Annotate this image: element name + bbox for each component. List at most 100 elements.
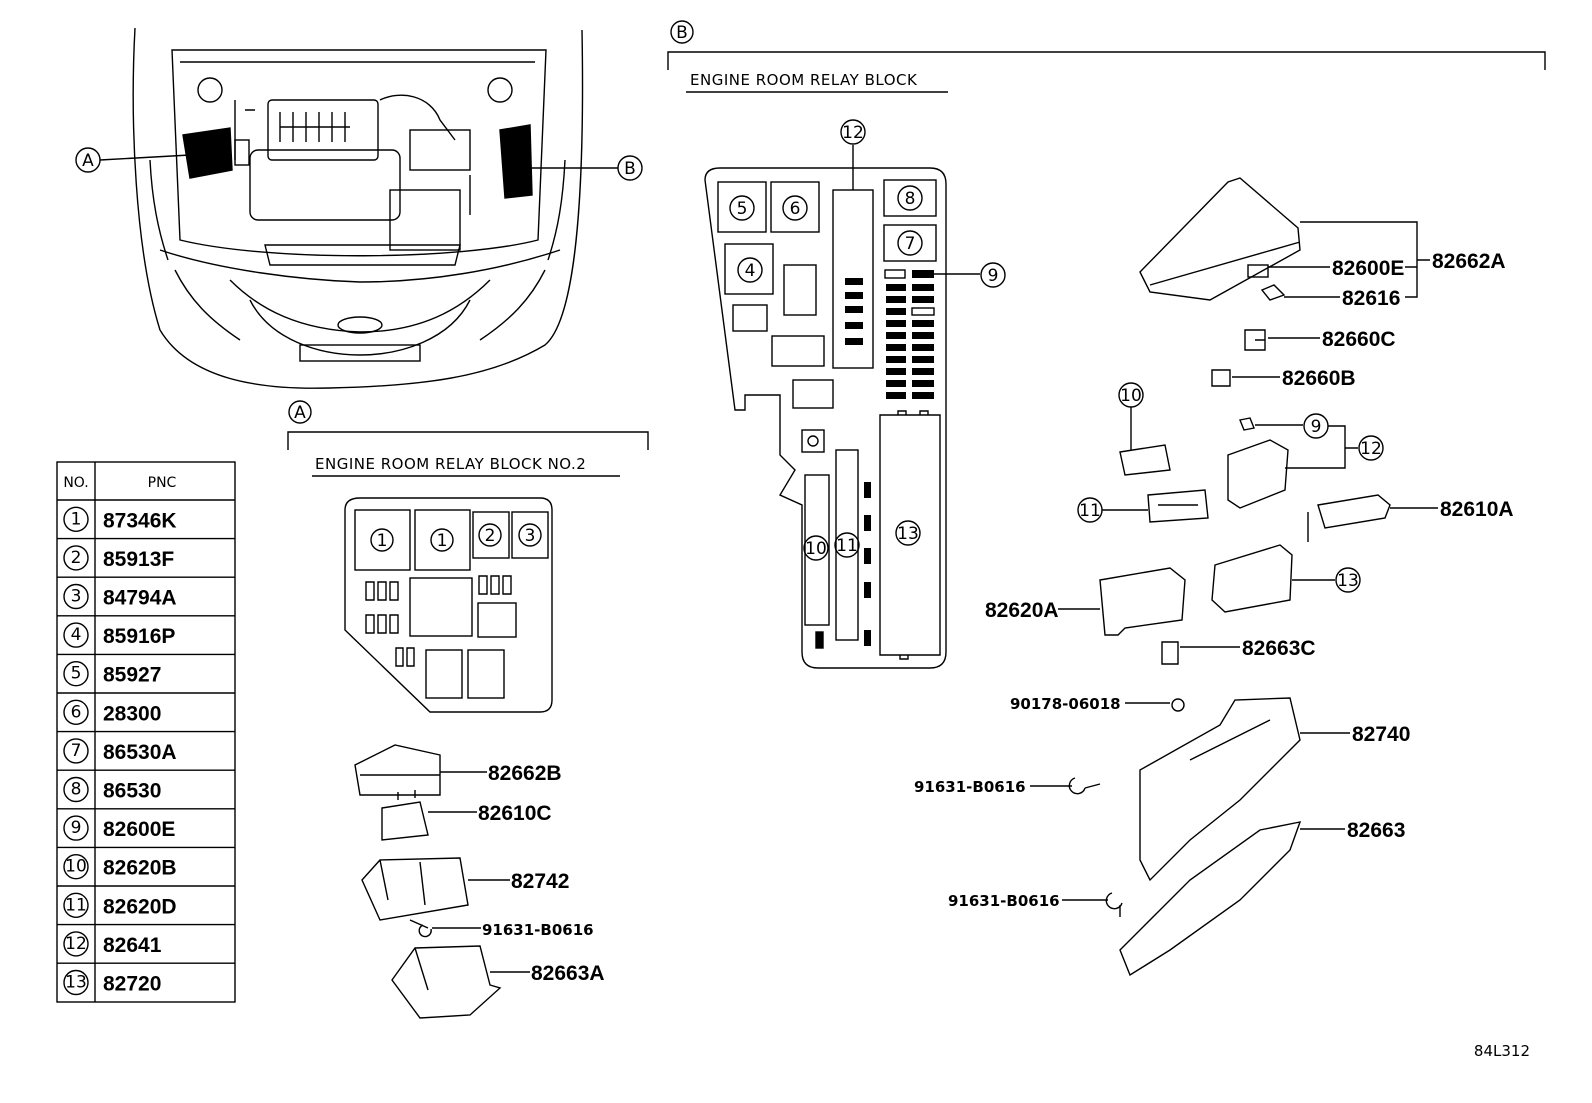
part-82663a: 82663A <box>531 962 605 985</box>
block-b-label-13: 13 <box>897 524 919 544</box>
table-row-number-circle <box>63 969 89 996</box>
table-row-no: 6 <box>71 702 82 722</box>
section-a-title: ENGINE ROOM RELAY BLOCK NO.2 <box>315 455 586 473</box>
table-row-number-circle <box>63 854 89 880</box>
section-a: A ENGINE ROOM RELAY BLOCK NO.2 1 1 2 3 8… <box>287 400 649 1019</box>
callout-b-letter: B <box>624 159 636 179</box>
table-header-no: NO. <box>63 475 88 491</box>
block-a-label-2: 2 <box>485 526 496 546</box>
table-row-pnc: 28300 <box>103 702 161 725</box>
part-82600e: 82600E <box>1332 257 1404 280</box>
part-82740: 82740 <box>1352 723 1410 746</box>
table-row-number-circle <box>63 738 89 764</box>
part-82660b: 82660B <box>1282 367 1356 390</box>
bracket-82740 <box>1139 697 1301 882</box>
table-row-pnc: 85913F <box>103 548 174 571</box>
part-82616: 82616 <box>1342 287 1400 310</box>
table-row-number-circle <box>63 815 89 841</box>
cover-82662b <box>354 744 441 796</box>
part-82663c: 82663C <box>1242 637 1316 660</box>
block-b-label-7: 7 <box>905 234 916 254</box>
table-row-pnc: 86530 <box>103 780 161 803</box>
table-row-pnc: 82620B <box>103 857 177 880</box>
table-row-number-circle <box>63 661 89 687</box>
table-row-no: 9 <box>71 818 82 838</box>
relay-block-no2-outline <box>344 497 553 713</box>
callout-b-car: B <box>530 155 643 181</box>
part-90178-06018: 90178-06018 <box>1010 695 1121 713</box>
relay-82610c <box>381 790 429 841</box>
table-row-no: 2 <box>71 548 82 568</box>
table-row-number-circle <box>63 931 89 957</box>
part-82662a: 82662A <box>1432 250 1506 273</box>
part-82742: 82742 <box>511 870 569 893</box>
block-a-label-1: 1 <box>377 531 388 551</box>
table-row-no: 1 <box>71 509 82 529</box>
ref-9: 9 <box>1311 417 1322 437</box>
table-row-no: 7 <box>71 741 82 761</box>
table-row-pnc: 85927 <box>103 664 161 687</box>
diagram-code: 84L312 <box>1474 1042 1530 1060</box>
table-row-pnc: 84794A <box>103 587 177 610</box>
section-a-letter: A <box>294 403 306 423</box>
section-b-letter: B <box>676 23 688 43</box>
bracket-82663a <box>391 945 502 1019</box>
table-row-number-circle <box>63 506 89 532</box>
table-row-number-circle <box>63 892 89 918</box>
cover-82662a <box>1139 177 1301 301</box>
block-b-label-5: 5 <box>737 199 748 219</box>
table-row-pnc: 82600E <box>103 818 175 841</box>
table-row-no: 13 <box>65 973 87 993</box>
block-b-label-10: 10 <box>805 539 827 559</box>
table-row-no: 11 <box>65 895 87 915</box>
callout-a-car: A <box>75 147 191 173</box>
callout-a-letter: A <box>82 151 94 171</box>
part-91631-b1: 91631-B0616 <box>914 778 1026 796</box>
table-row-pnc: 85916P <box>103 625 175 648</box>
table-row-pnc: 82620D <box>103 895 177 918</box>
part-82620a: 82620A <box>985 599 1059 622</box>
table-rows: 1 87346K 2 85913F 3 84794A 4 85916P 5 85927 6 28300… <box>57 506 235 996</box>
block-b-label-6: 6 <box>790 199 801 219</box>
parts-table: NO. PNC 1 87346K 2 85913F 3 84794A 4 85916P 5 859… <box>56 461 236 1003</box>
ref-13: 13 <box>1337 571 1359 591</box>
table-row-number-circle <box>63 622 89 648</box>
table-row-pnc: 87346K <box>103 509 177 532</box>
section-b: B ENGINE ROOM RELAY BLOCK 5 6 8 7 4 12 <box>667 20 1546 977</box>
table-row-pnc: 82641 <box>103 934 162 957</box>
table-row-pnc: 86530A <box>103 741 177 764</box>
part-82663: 82663 <box>1347 819 1405 842</box>
part-82610a: 82610A <box>1440 498 1514 521</box>
table-row-no: 3 <box>71 587 82 607</box>
bracket-82663 <box>1119 821 1302 977</box>
block-b-label-4: 4 <box>745 261 756 281</box>
part-82660c: 82660C <box>1322 328 1396 351</box>
relay-block-outline <box>704 167 947 669</box>
block-b-label-8: 8 <box>905 189 916 209</box>
block-b-label-11: 11 <box>836 536 858 556</box>
table-header-pnc: PNC <box>148 475 177 491</box>
table-row-number-circle <box>63 776 89 803</box>
ref-10: 10 <box>1120 386 1142 406</box>
table-row-number-circle <box>63 583 89 610</box>
part-82610c: 82610C <box>478 802 552 825</box>
part-91631-b2: 91631-B0616 <box>948 892 1060 910</box>
table-row-no: 4 <box>71 625 82 645</box>
bolt-91631-a <box>409 919 432 938</box>
car-overview <box>132 27 584 389</box>
block-a-label-1b: 1 <box>437 531 448 551</box>
table-row-pnc: 82720 <box>103 973 161 996</box>
block-b-label-12: 12 <box>842 123 864 143</box>
table-row-no: 12 <box>65 934 87 954</box>
ref-11: 11 <box>1079 501 1101 521</box>
box-82742 <box>361 857 469 921</box>
ref-12: 12 <box>1360 439 1382 459</box>
table-row-number-circle <box>63 545 89 571</box>
block-a-label-3: 3 <box>525 526 536 546</box>
table-row-no: 8 <box>71 780 82 800</box>
part-91631-a: 91631-B0616 <box>482 921 594 939</box>
block-b-label-9: 9 <box>988 266 999 286</box>
table-row-no: 5 <box>71 664 82 684</box>
